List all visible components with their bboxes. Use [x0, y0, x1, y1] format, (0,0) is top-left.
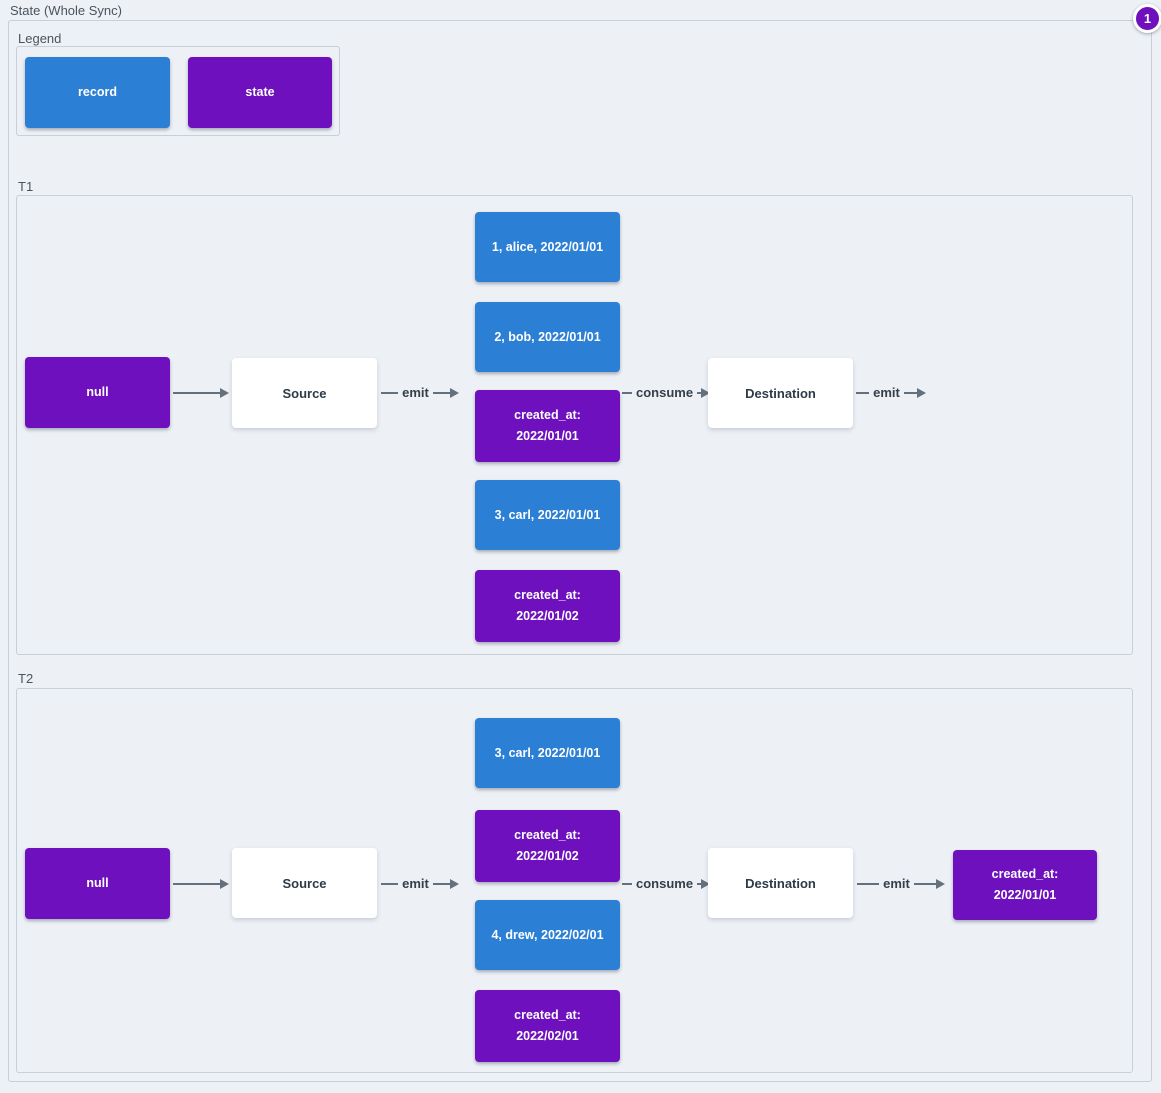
section-t2-label: T2 — [18, 671, 34, 686]
panel-title: State (Whole Sync) — [10, 3, 122, 18]
arrow-label: consume — [636, 385, 694, 400]
section-t1-frame — [16, 195, 1133, 655]
t2-stream-state-2-label: created_at: 2022/02/01 — [514, 1008, 581, 1043]
t2-emitted-state-label: created_at: 2022/01/01 — [991, 867, 1059, 902]
arrow-head-icon — [450, 388, 460, 398]
t1-stream-record-1: 1, alice, 2022/01/01 — [475, 212, 620, 282]
t2-null-state-label: null — [86, 876, 109, 890]
arrow-line — [173, 883, 220, 885]
legend-record-node: record — [25, 57, 170, 128]
t2-stream-record-2-label: 4, drew, 2022/02/01 — [491, 927, 604, 942]
t1-stream-state-1-label: created_at: 2022/01/01 — [514, 408, 581, 443]
t2-destination-node: Destination — [708, 848, 853, 918]
arrow-line — [622, 392, 632, 394]
arrow-line — [432, 883, 451, 885]
t1-stream-state-2: created_at: 2022/01/02 — [475, 570, 620, 642]
t1-source-label: Source — [282, 385, 327, 401]
arrow-line — [432, 392, 451, 394]
arrow-line — [381, 392, 399, 394]
t1-consume-arrow: consume — [622, 384, 711, 402]
t1-destination-emit-arrow: emit — [856, 384, 927, 402]
arrow-head-icon — [220, 388, 229, 398]
t1-null-state-node: null — [25, 357, 170, 428]
arrow-line — [697, 883, 702, 885]
t1-null-state-label: null — [86, 385, 109, 399]
t2-null-state-node: null — [25, 848, 170, 919]
arrow-line — [903, 392, 918, 394]
t1-destination-node: Destination — [708, 358, 853, 428]
t1-null-to-source-arrow — [173, 384, 229, 402]
arrow-label: emit — [883, 876, 910, 891]
arrow-line — [697, 392, 702, 394]
t2-stream-record-2: 4, drew, 2022/02/01 — [475, 900, 620, 970]
t2-null-to-source-arrow — [173, 875, 229, 893]
t1-stream-record-3: 3, carl, 2022/01/01 — [475, 480, 620, 550]
section-t1-label: T1 — [18, 179, 34, 194]
t2-source-label: Source — [282, 875, 327, 891]
t2-consume-arrow: consume — [622, 875, 711, 893]
arrow-label: consume — [636, 876, 694, 891]
arrow-head-icon — [701, 388, 711, 398]
t2-destination-label: Destination — [745, 875, 816, 891]
t2-emitted-state-node: created_at: 2022/01/01 — [953, 850, 1097, 920]
t2-destination-emit-arrow: emit — [857, 875, 946, 893]
t1-stream-state-2-label: created_at: 2022/01/02 — [514, 588, 581, 623]
arrow-line — [381, 883, 399, 885]
section-t2-frame — [16, 688, 1133, 1073]
arrow-head-icon — [220, 879, 229, 889]
annotation-badge-number: 1 — [1143, 11, 1152, 26]
arrow-head-icon — [917, 388, 927, 398]
arrow-label: emit — [402, 385, 429, 400]
annotation-badge[interactable]: 1 — [1133, 4, 1161, 33]
t1-stream-record-2: 2, bob, 2022/01/01 — [475, 302, 620, 372]
t1-stream-record-1-label: 1, alice, 2022/01/01 — [491, 239, 604, 254]
t2-stream-record-1: 3, carl, 2022/01/01 — [475, 718, 620, 788]
arrow-line — [857, 883, 880, 885]
t1-source-emit-arrow: emit — [381, 384, 460, 402]
state-whole-sync-panel — [8, 20, 1152, 1082]
legend-state-node: state — [188, 57, 332, 128]
t2-source-emit-arrow: emit — [381, 875, 460, 893]
t1-destination-label: Destination — [745, 385, 816, 401]
arrow-label: emit — [402, 876, 429, 891]
arrow-line — [856, 392, 870, 394]
arrow-head-icon — [450, 879, 460, 889]
legend-title: Legend — [18, 31, 62, 46]
arrow-head-icon — [701, 879, 711, 889]
legend-record-label: record — [78, 85, 117, 99]
t2-stream-state-2: created_at: 2022/02/01 — [475, 990, 620, 1062]
t1-stream-state-1: created_at: 2022/01/01 — [475, 390, 620, 462]
arrow-line — [173, 392, 220, 394]
t2-stream-state-1-label: created_at: 2022/01/02 — [514, 828, 581, 863]
arrow-line — [913, 883, 937, 885]
arrow-head-icon — [936, 879, 946, 889]
t2-stream-record-1-label: 3, carl, 2022/01/01 — [494, 745, 601, 760]
arrow-line — [622, 883, 632, 885]
legend-state-label: state — [245, 85, 275, 99]
t2-source-node: Source — [232, 848, 377, 918]
t2-stream-state-1: created_at: 2022/01/02 — [475, 810, 620, 882]
t1-source-node: Source — [232, 358, 377, 428]
arrow-label: emit — [873, 385, 900, 400]
legend-panel — [16, 46, 340, 136]
t1-stream-record-3-label: 3, carl, 2022/01/01 — [494, 507, 601, 522]
t1-stream-record-2-label: 2, bob, 2022/01/01 — [494, 329, 601, 344]
